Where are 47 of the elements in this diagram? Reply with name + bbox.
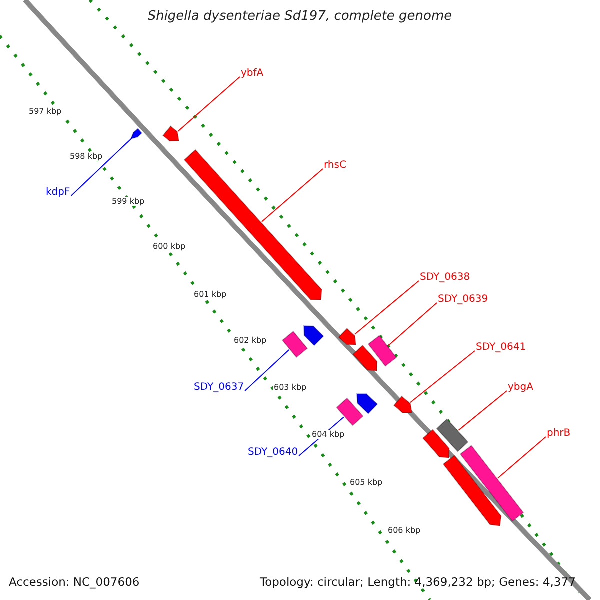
genome-summary: Topology: circular; Length: 4,369,232 bp; Genes: 4,377 [260,575,576,589]
gene-label: SDY_0641 [476,342,526,353]
leader-line [410,350,476,404]
position-label: 603 kbp [273,383,308,392]
position-label: 597 kbp [28,107,63,116]
gene-feature [303,325,324,346]
gene-label: rhsC [324,160,346,171]
gene-feature [336,398,364,426]
leader-line [261,168,324,222]
gene-label: kdpF [46,187,70,198]
gene-feature [356,394,378,414]
leader-line [178,76,240,132]
position-label: 606 kbp [387,526,422,535]
gene-feature [352,344,378,372]
gene-feature [338,328,357,346]
gene-feature [436,418,469,452]
gene-feature [162,126,180,142]
gene-feature [422,429,450,459]
leader-line [354,280,420,336]
accession-label: Accession: NC_007606 [9,575,140,589]
leader-line [458,390,508,431]
leader-line [244,349,290,392]
gene-label: ybgA [508,382,534,393]
gene-feature [184,149,322,300]
position-label: 601 kbp [193,290,228,299]
position-label: 605 kbp [349,478,384,487]
position-label: 598 kbp [69,152,104,161]
leader-line [498,436,546,479]
gene-label: ybfA [241,68,264,79]
gene-label: SDY_0638 [420,272,470,283]
title: Shigella dysenteriae Sd197, complete genome [146,9,454,24]
position-label: 602 kbp [233,336,268,345]
gene-label: SDY_0640 [248,447,298,458]
gene-label: SDY_0637 [194,382,244,393]
gene-feature [130,128,143,140]
leader-line [70,137,134,196]
gene-label: SDY_0639 [438,294,488,305]
gene-feature [442,455,502,527]
position-label: 600 kbp [152,242,187,251]
position-label: 604 kbp [311,430,346,439]
gene-feature [393,396,413,414]
gene-feature [368,335,398,367]
leader-line [388,302,438,346]
gene-feature [460,445,524,522]
gene-label: phrB [547,428,571,439]
gene-feature [282,330,308,358]
position-label: 599 kbp [111,197,146,206]
